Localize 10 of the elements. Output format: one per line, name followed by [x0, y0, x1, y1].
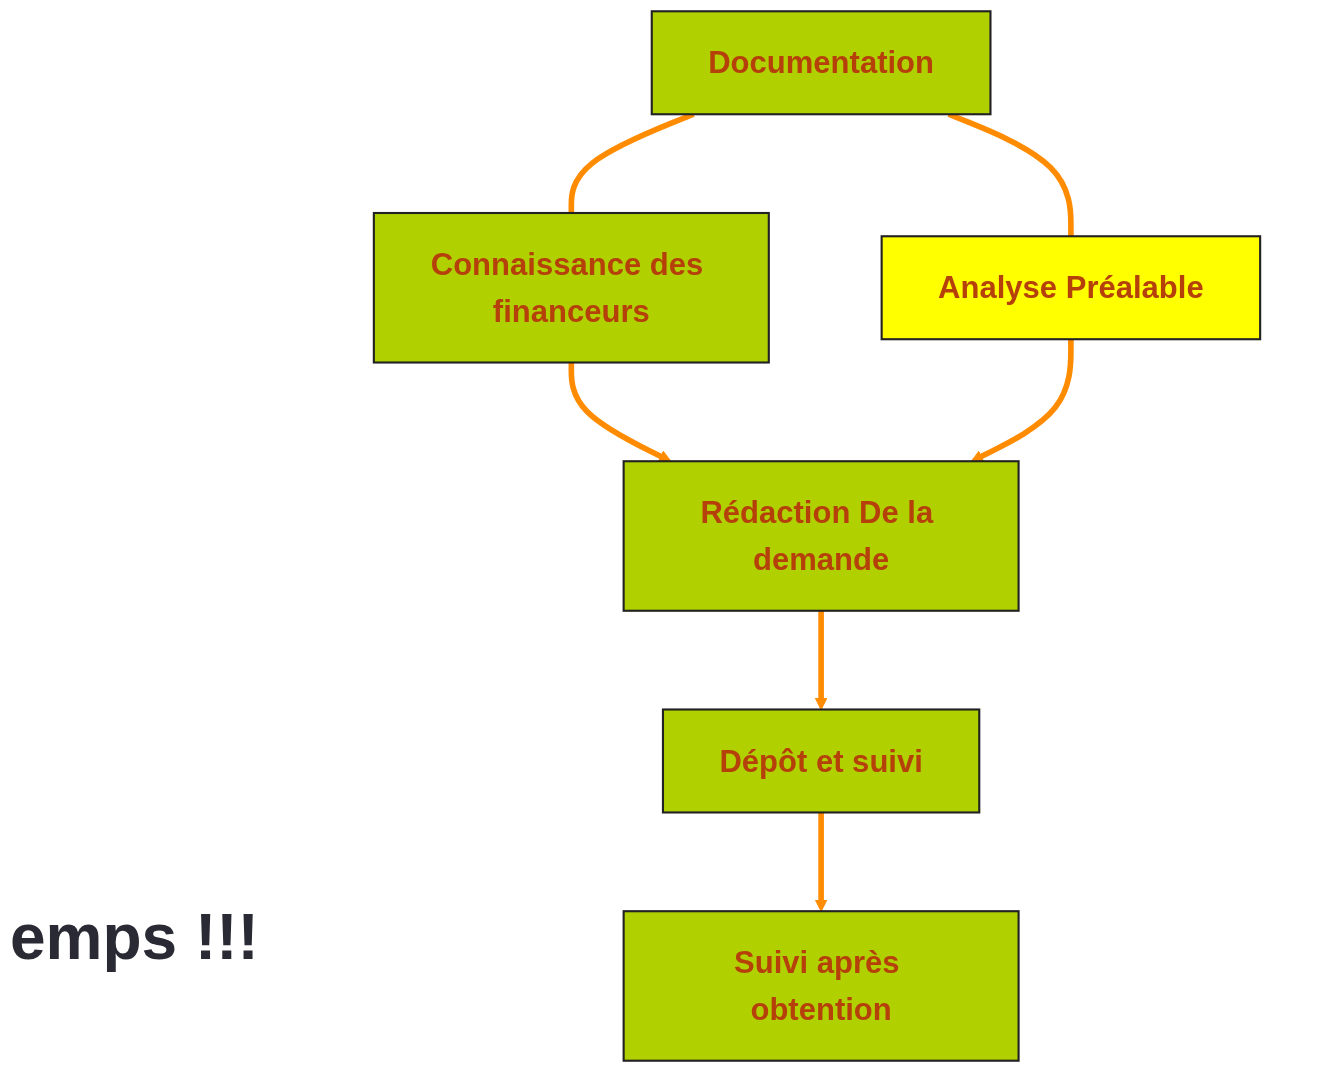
arrow: [568, 362, 672, 462]
arrow: [971, 339, 1074, 462]
node-box: Documentation: [650, 10, 992, 116]
node-box: Dépôt et suivi: [661, 708, 981, 814]
node-box: Connaissance des financeurs: [372, 211, 770, 364]
node-box: Rédaction De la demande: [622, 460, 1020, 612]
node-box: Suivi après obtention: [622, 910, 1020, 1062]
arrow: [814, 812, 828, 912]
note-text: emps !!!: [10, 900, 259, 974]
node-box: Analyse Préalable: [880, 235, 1262, 341]
